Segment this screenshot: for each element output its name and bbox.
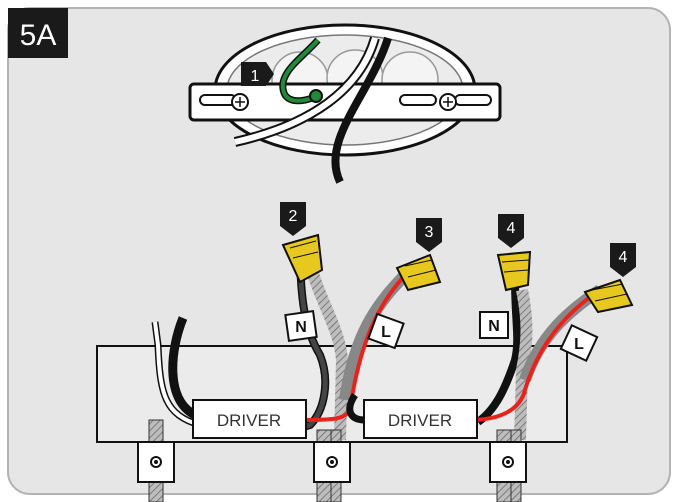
wire-connector-icon	[395, 253, 442, 292]
step-badge: 5A	[8, 8, 68, 58]
svg-text:DRIVER: DRIVER	[217, 411, 281, 430]
wire-connector-icon	[281, 233, 324, 284]
svg-text:N: N	[488, 318, 500, 335]
live-tag: L	[367, 312, 405, 350]
driver-box-right: DRIVER	[363, 399, 478, 439]
cable-clamp-right	[489, 441, 527, 483]
svg-text:DRIVER: DRIVER	[388, 411, 452, 430]
ground-screw-icon	[309, 89, 323, 103]
svg-text:2: 2	[289, 208, 298, 225]
step-badge-text: 5A	[20, 19, 57, 52]
driver-box-left: DRIVER	[192, 399, 307, 439]
svg-text:L: L	[574, 336, 584, 353]
neutral-tag: N	[284, 310, 318, 342]
cable-clamp-middle	[313, 441, 351, 483]
live-supply-wire	[331, 36, 392, 184]
callout-3: 3	[416, 218, 442, 252]
svg-text:L: L	[381, 324, 391, 341]
svg-text:1: 1	[251, 68, 260, 85]
svg-text:4: 4	[619, 249, 628, 266]
svg-text:3: 3	[425, 224, 434, 241]
cable-clamp-left	[137, 441, 175, 483]
callout-1: 1	[241, 62, 274, 86]
svg-text:N: N	[295, 319, 307, 336]
callout-4a: 4	[498, 214, 524, 248]
svg-text:4: 4	[507, 220, 516, 237]
callout-4b: 4	[610, 243, 636, 277]
live-tag: L	[559, 323, 599, 363]
wire-connector-icon	[583, 278, 634, 314]
wire-connector-icon	[496, 250, 532, 292]
callout-2: 2	[280, 202, 306, 236]
neutral-tag: N	[479, 311, 509, 339]
ceiling-canopy	[188, 23, 502, 184]
